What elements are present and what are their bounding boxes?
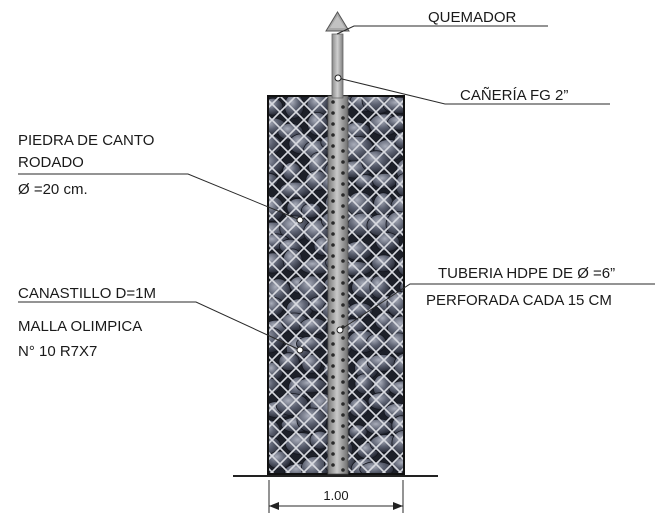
perforation-hole <box>331 309 335 313</box>
perforation-hole <box>331 232 335 236</box>
perforation-hole <box>331 276 335 280</box>
perforation-hole <box>331 166 335 170</box>
burner-label: QUEMADOR <box>428 9 517 26</box>
pipe-label: CAÑERÍA FG 2” <box>460 87 568 104</box>
perforation-hole <box>341 402 345 406</box>
perforation-hole <box>341 435 345 439</box>
perforation-hole <box>331 397 335 401</box>
perforation-hole <box>331 430 335 434</box>
tube-perforations <box>331 100 345 472</box>
perforation-hole <box>341 314 345 318</box>
perforation-hole <box>341 171 345 175</box>
perforation-hole <box>331 452 335 456</box>
perforation-hole <box>341 160 345 164</box>
perforation-hole <box>331 320 335 324</box>
perforation-hole <box>341 292 345 296</box>
stone-label-line3: Ø =20 cm. <box>18 181 88 198</box>
basket-label-line3: N° 10 R7X7 <box>18 343 97 360</box>
callout-basket: CANASTILLO D=1M MALLA OLIMPICA N° 10 R7X… <box>18 285 304 360</box>
perforation-hole <box>341 226 345 230</box>
hdpe-perforated-tube <box>327 95 349 475</box>
perforation-hole <box>341 116 345 120</box>
perforation-hole <box>341 369 345 373</box>
perforation-hole <box>341 204 345 208</box>
perforation-hole <box>341 380 345 384</box>
perforation-hole <box>341 127 345 131</box>
vent-pipe <box>331 33 344 99</box>
perforation-hole <box>341 457 345 461</box>
callout-pipe: CAÑERÍA FG 2” <box>334 74 610 105</box>
perforation-hole <box>331 386 335 390</box>
perforation-hole <box>331 144 335 148</box>
perforation-hole <box>341 105 345 109</box>
perforation-hole <box>341 446 345 450</box>
perforation-hole <box>331 419 335 423</box>
perforation-hole <box>341 270 345 274</box>
perforation-hole <box>331 199 335 203</box>
perforation-hole <box>341 237 345 241</box>
basket-label-line2: MALLA OLIMPICA <box>18 318 142 335</box>
perforation-hole <box>341 248 345 252</box>
perforation-hole <box>331 298 335 302</box>
callout-stone: PIEDRA DE CANTO RODADO Ø =20 cm. <box>18 132 304 224</box>
perforation-hole <box>341 391 345 395</box>
perforation-hole <box>331 177 335 181</box>
width-dimension: 1.00 <box>268 480 404 513</box>
tube-label-line1: TUBERIA HDPE DE Ø =6” <box>438 265 615 282</box>
perforation-hole <box>341 215 345 219</box>
perforation-hole <box>331 100 335 104</box>
perforation-hole <box>331 342 335 346</box>
callout-tube: TUBERIA HDPE DE Ø =6” PERFORADA CADA 15 … <box>336 265 655 334</box>
perforation-hole <box>331 221 335 225</box>
perforation-hole <box>341 182 345 186</box>
perforation-hole <box>331 375 335 379</box>
perforation-hole <box>341 413 345 417</box>
perforation-hole <box>341 281 345 285</box>
perforation-hole <box>341 468 345 472</box>
perforation-hole <box>341 193 345 197</box>
perforation-hole <box>331 254 335 258</box>
perforation-hole <box>331 463 335 467</box>
perforation-hole <box>341 303 345 307</box>
perforation-hole <box>331 331 335 335</box>
perforation-hole <box>331 155 335 159</box>
perforation-hole <box>331 287 335 291</box>
perforation-hole <box>331 188 335 192</box>
dimension-label: 1.00 <box>323 488 348 503</box>
perforation-hole <box>331 111 335 115</box>
perforation-hole <box>341 424 345 428</box>
perforation-hole <box>331 441 335 445</box>
perforation-hole <box>331 408 335 412</box>
perforation-hole <box>341 259 345 263</box>
stone-label-line2: RODADO <box>18 154 84 171</box>
perforation-hole <box>341 149 345 153</box>
basket-label-line1: CANASTILLO D=1M <box>18 285 156 302</box>
perforation-hole <box>331 364 335 368</box>
tube-label-line2: PERFORADA CADA 15 CM <box>426 292 612 309</box>
perforation-hole <box>341 336 345 340</box>
perforation-hole <box>331 353 335 357</box>
perforation-hole <box>331 243 335 247</box>
perforation-hole <box>341 138 345 142</box>
stone-label-line1: PIEDRA DE CANTO <box>18 132 154 149</box>
perforation-hole <box>331 122 335 126</box>
perforation-hole <box>341 347 345 351</box>
perforation-hole <box>341 358 345 362</box>
perforation-hole <box>331 265 335 269</box>
perforation-hole <box>331 210 335 214</box>
perforation-hole <box>331 133 335 137</box>
callout-burner: QUEMADOR <box>336 9 548 35</box>
burner-cap-icon <box>325 11 350 32</box>
